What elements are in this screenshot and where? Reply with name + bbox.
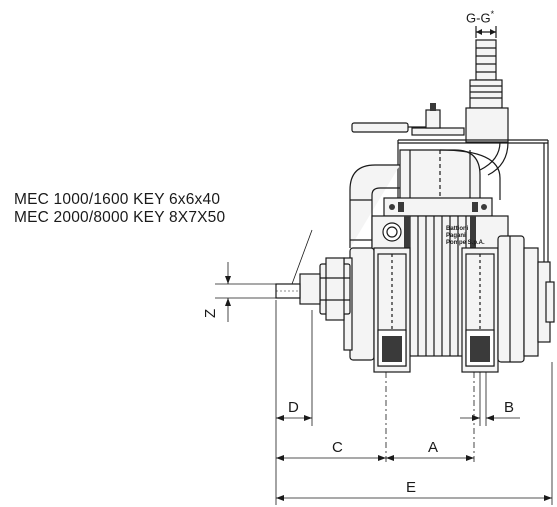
elbow-pipe (349, 164, 400, 248)
z-label: Z (202, 308, 219, 318)
key-note-mec-2000: MEC 2000/8000 KEY 8X7X50 (14, 209, 226, 226)
nameplate-line-3: Pompe S.p.A. (446, 240, 485, 246)
pump-head (399, 141, 509, 201)
gg-asterisk: * (490, 9, 495, 19)
z-dimension (215, 262, 276, 322)
a-label: A (428, 439, 439, 456)
valve-handle (351, 103, 465, 136)
a-dimension (386, 455, 474, 461)
e-label: E (406, 479, 417, 496)
e-dimension (276, 495, 552, 501)
flange-band (383, 197, 493, 217)
nameplate-line-2: Pagani (446, 233, 466, 239)
outlet-pipe (465, 39, 509, 143)
gg-text: G-G (466, 10, 491, 26)
gg-label: G-G* (466, 9, 495, 26)
key-note-mec-1000: MEC 1000/1600 KEY 6x6x40 (14, 191, 221, 208)
drive-shaft (275, 257, 351, 321)
b-dimension (460, 415, 520, 421)
b-label: B (504, 399, 515, 416)
nameplate-line-1: Battioni (446, 226, 469, 232)
d-dimension (276, 415, 312, 421)
left-chamber (343, 247, 411, 373)
d-label: D (288, 399, 299, 416)
c-dimension (276, 455, 386, 461)
right-chamber (461, 235, 555, 373)
extension-lines (275, 300, 553, 505)
gg-dimension (475, 26, 497, 38)
c-label: C (332, 439, 343, 456)
key-leader (291, 229, 313, 285)
